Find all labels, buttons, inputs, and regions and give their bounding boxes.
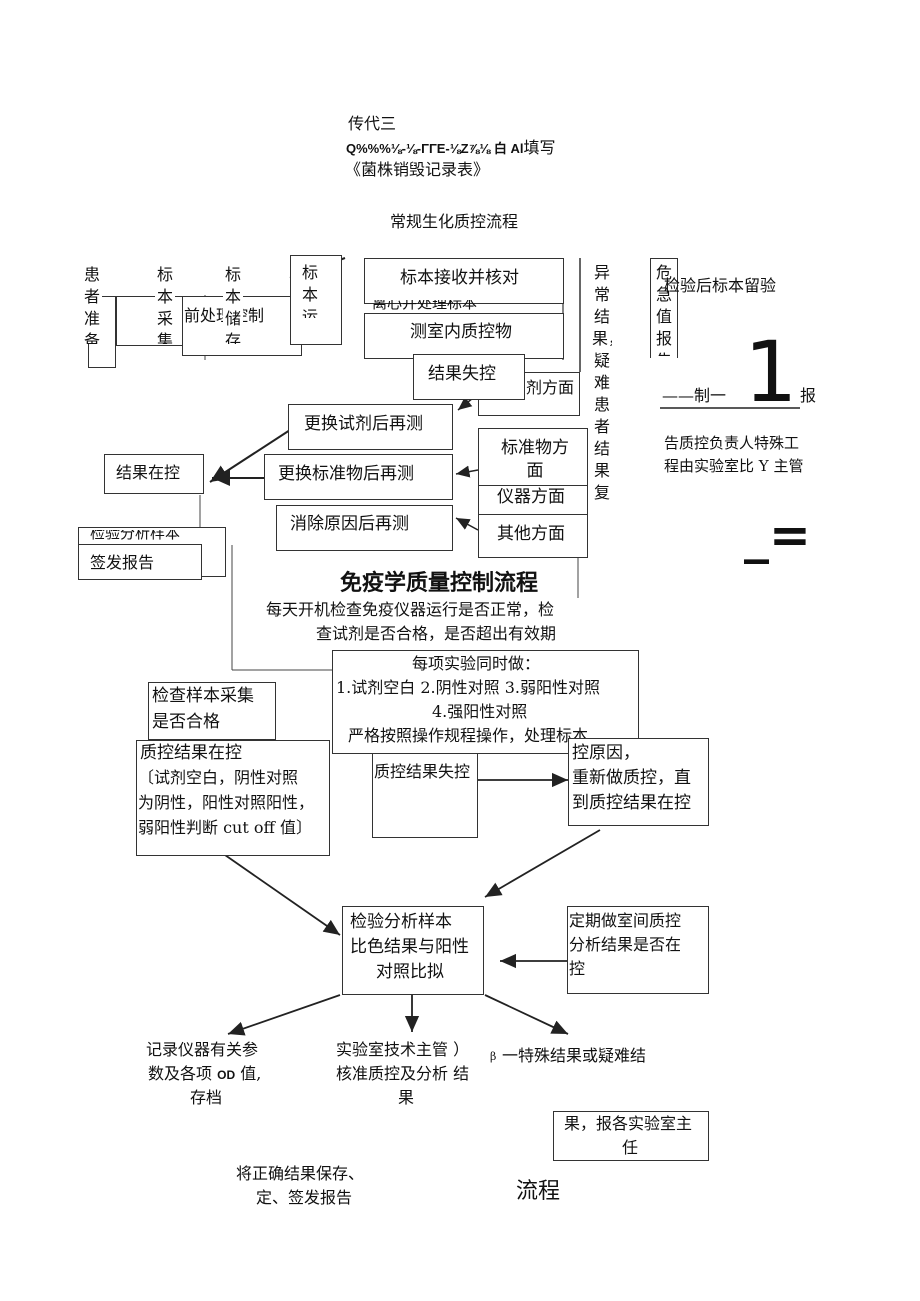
biochem-sample-transport: 标本运 <box>301 263 318 318</box>
immuno-each-test-1: 每项实验同时做： <box>412 654 541 673</box>
immuno-qc-ok-3: 为阴性，阳性对照阳性， <box>138 793 315 812</box>
biochem-sign: 签发报告 <box>90 553 155 572</box>
immuno-director-box <box>553 1111 709 1161</box>
immuno-record-1: 记录仪器有关参 <box>146 1040 259 1059</box>
immuno-record-2: 数及各项 OD 值, <box>148 1064 261 1084</box>
biochem-receive-box <box>364 258 564 304</box>
header-fill-in: 填写 <box>523 138 556 157</box>
immuno-flow-word: 流程 <box>516 1179 561 1204</box>
biochem-sample-collect: 标本采集 <box>155 264 175 344</box>
biochem-instrument-box <box>478 486 588 516</box>
immuno-sample-check-box <box>148 682 276 740</box>
immuno-director-2: 任 <box>622 1138 639 1157</box>
biochem-reagent-side: 剂方面 <box>525 378 574 397</box>
immuno-record-od: OD <box>217 1068 236 1082</box>
biochem-qc: 测室内质控物 <box>410 322 512 342</box>
biochem-analyze: 检验分析样本 <box>90 530 181 540</box>
biochem-title: 常规生化质控流程 <box>390 212 519 231</box>
immuno-qc-ok-1: 质控结果在控 <box>140 743 242 763</box>
biochem-standard-box <box>478 428 588 486</box>
immuno-tech-3: 果 <box>398 1088 415 1107</box>
immuno-save-1: 将正确结果保存、 <box>236 1164 365 1183</box>
immuno-record-2b: 值, <box>240 1064 262 1083</box>
biochem-swap-standard-box <box>264 454 453 500</box>
biochem-patient-prep: 患者准备 <box>82 264 102 344</box>
immuno-tech-1: 实验室技术主管 ） <box>336 1040 470 1059</box>
biochem-receive: 标本接收并核对 <box>400 268 519 288</box>
biochem-swap-reagent-box <box>288 404 453 450</box>
biochem-qc-box <box>364 313 564 359</box>
immuno-analyze-box <box>342 906 484 995</box>
header-line-3: 《菌株销毁记录表》 <box>345 160 490 179</box>
immuno-interlab-box <box>567 906 709 994</box>
immuno-qc-ok-box <box>136 740 330 856</box>
immuno-daily-line-2: 查试剂是否合格，是否超出有效期 <box>316 624 557 643</box>
biochem-note-line-2: 程由实验室比 Y 主管 <box>664 457 804 475</box>
immuno-each-test-box <box>332 650 639 754</box>
immuno-each-test-2: 1.试剂空白 2.阴性对照 3.弱阳性对照 <box>336 678 600 697</box>
biochem-make-label: ——制一 <box>662 386 727 405</box>
immuno-analyze-3: 对照比拟 <box>376 962 444 982</box>
immuno-analyze-2: 比色结果与阳性 <box>350 937 469 957</box>
immuno-qc-fail-box <box>372 742 478 838</box>
biochem-abnormal-results: 异常结果，疑难患者结果复 <box>592 263 612 502</box>
biochem-other-side: 其他方面 <box>497 524 565 544</box>
biochem-critical-value: 危急值报告 <box>655 263 672 356</box>
immuno-redo-1: 控原因， <box>572 743 640 763</box>
immuno-save-2: 定、签发报告 <box>256 1188 353 1207</box>
immuno-title: 免疫学质量控制流程 <box>340 571 539 596</box>
immuno-each-test-3: 4.强阳性对照 <box>432 702 528 721</box>
biochem-fail-box <box>413 354 525 400</box>
biochem-note-line-1: 告质控负责人特殊工 <box>664 434 800 452</box>
header-line-2: Q%%%⅛-⅛-ΓΓE-⅛Z⅞⅛ 白 Al填写 <box>346 138 555 158</box>
immuno-redo-3: 到质控结果在控 <box>572 793 691 813</box>
immuno-interlab-1: 定期做室间质控 <box>569 911 682 930</box>
biochem-other-box <box>478 514 588 558</box>
biochem-sample-store: 标本储存 <box>223 264 243 344</box>
biochem-equals-mark: _= <box>744 506 811 564</box>
immuno-analyze-1: 检验分析样本 <box>350 912 452 932</box>
biochem-pretreat: 离心并处理标本 <box>372 300 478 310</box>
biochem-swap-standard: 更换标准物后再测 <box>278 464 414 484</box>
biochem-transport-box <box>290 255 342 345</box>
biochem-standard-side: 标准物方面 <box>501 438 569 481</box>
biochem-keep-sample: 检验后标本留验 <box>664 276 777 295</box>
immuno-qc-fail: 质控结果失控 <box>374 762 471 781</box>
biochem-remove-cause: 消除原因后再测 <box>290 514 409 534</box>
biochem-in-control: 结果在控 <box>116 463 181 482</box>
immuno-qc-ok-4: 弱阳性判断 cut off 值〕 <box>138 818 312 837</box>
immuno-redo-box <box>568 738 709 826</box>
biochem-fail: 结果失控 <box>428 364 496 384</box>
biochem-critical-box <box>650 258 678 358</box>
biochem-report-label: 报 <box>800 386 817 405</box>
biochem-swap-reagent: 更换试剂后再测 <box>304 414 423 434</box>
header-line-1: 传代三 <box>348 114 397 133</box>
header-garbled-text: Q%%%⅛-⅛-ΓΓE-⅛Z⅞⅛ 白 Al <box>346 141 524 156</box>
immuno-director-1: 果，报各实验室主 <box>564 1114 693 1133</box>
immuno-sample-check-1: 检查样本采集 <box>152 686 254 706</box>
immuno-qc-ok-2: 〔试剂空白，阴性对照 <box>138 768 299 787</box>
biochem-sign-box <box>78 544 202 580</box>
immuno-record-3: 存档 <box>190 1088 223 1107</box>
immuno-interlab-3: 控 <box>569 959 586 978</box>
immuno-record-2a: 数及各项 <box>148 1064 213 1083</box>
immuno-tech-2: 核准质控及分析 结 <box>336 1064 470 1083</box>
immuno-redo-2: 重新做质控，直 <box>572 768 691 788</box>
immuno-special-line: 一特殊结果或疑难结 <box>502 1046 647 1065</box>
biochem-big-one: 1 <box>744 323 798 421</box>
biochem-instrument-side: 仪器方面 <box>497 487 565 507</box>
biochem-remove-cause-box <box>276 505 453 551</box>
immuno-each-test-4: 严格按照操作规程操作，处理标本 <box>348 726 589 745</box>
biochem-in-control-box <box>104 454 204 494</box>
immuno-special-prefix: β <box>490 1050 497 1063</box>
immuno-sample-check-2: 是否合格 <box>152 712 220 732</box>
immuno-daily-line-1: 每天开机检查免疫仪器运行是否正常，检 <box>266 600 555 619</box>
immuno-interlab-2: 分析结果是否在 <box>569 935 682 954</box>
